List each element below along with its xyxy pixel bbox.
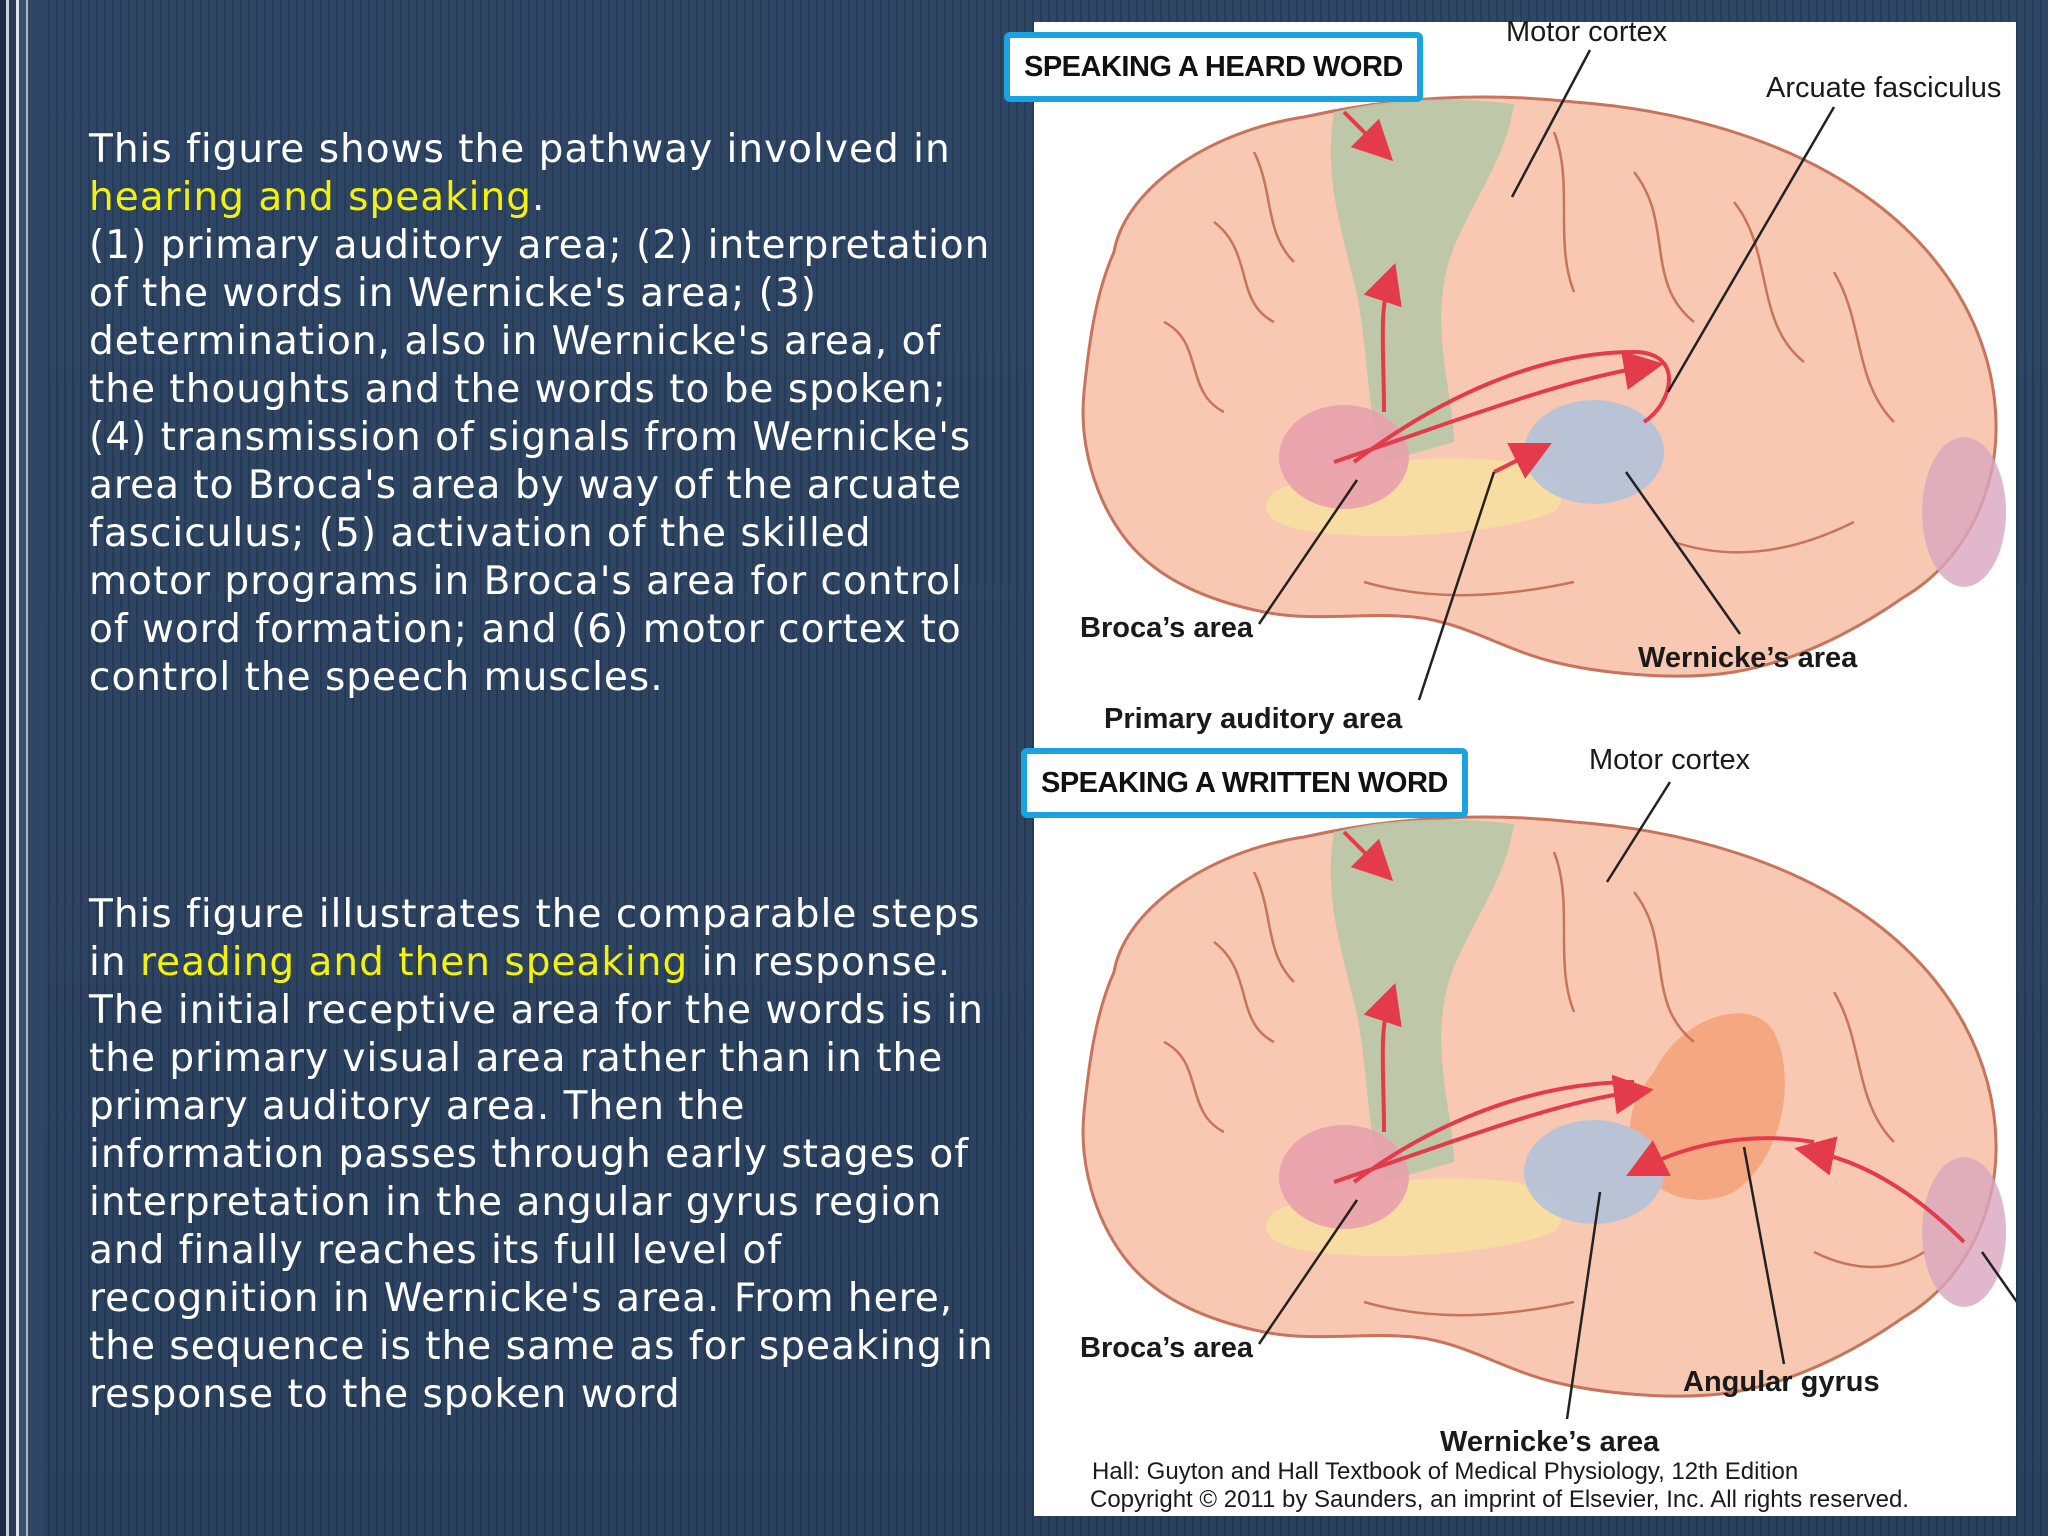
p1-suffix: . <box>531 175 546 220</box>
caption-copyright: Copyright © 2011 by Saunders, an imprint… <box>1090 1486 1909 1513</box>
brain-bottom-sulci <box>1163 851 1925 1317</box>
brain-top <box>1081 49 2006 701</box>
label-broca-top: Broca’s area <box>1080 612 1254 644</box>
leader-lines-bottom <box>1257 781 2016 1420</box>
p2-prefix: This figure illustrates the comparable s… <box>89 892 981 985</box>
wernicke-area-bottom <box>1524 1120 1664 1224</box>
visual-area-top <box>1922 437 2006 587</box>
p2-suffix: in response. The initial receptive area … <box>89 940 994 1417</box>
leader-lines-top <box>1257 49 1836 701</box>
title-speaking-written-word: SPEAKING A WRITTEN WORD <box>1021 748 1468 818</box>
p1-prefix: This figure shows the pathway involved i… <box>89 127 951 172</box>
pathway-bottom <box>1333 830 1966 1244</box>
title-speaking-heard-word: SPEAKING A HEARD WORD <box>1004 32 1423 102</box>
label-arcuate-fasciculus: Arcuate fasciculus <box>1766 72 2002 104</box>
label-motor-cortex-top: Motor cortex <box>1506 16 1668 48</box>
pathway-top <box>1333 110 1671 479</box>
label-wernicke-bottom: Wernicke’s area <box>1440 1426 1660 1458</box>
visual-area-bottom <box>1922 1157 2006 1307</box>
label-motor-cortex-bottom: Motor cortex <box>1589 744 1751 776</box>
brain-bottom <box>1081 781 2016 1420</box>
motor-area-bottom <box>1330 819 1514 1182</box>
p1-body: (1) primary auditory area; (2) interpret… <box>89 223 991 700</box>
label-wernicke-top: Wernicke’s area <box>1638 642 1858 674</box>
caption-source: Hall: Guyton and Hall Textbook of Medica… <box>1092 1458 1799 1485</box>
brain-illustrations <box>1081 49 2016 1420</box>
brain-top-sulci <box>1163 131 1895 597</box>
wernicke-area-top <box>1524 400 1664 504</box>
label-broca-bottom: Broca’s area <box>1080 1332 1254 1364</box>
label-primary-auditory: Primary auditory area <box>1104 703 1403 735</box>
paragraph-heard-word: This figure shows the pathway involved i… <box>89 126 994 702</box>
p1-highlight: hearing and speaking <box>89 175 532 220</box>
label-angular-gyrus: Angular gyrus <box>1683 1366 1880 1398</box>
motor-area-top <box>1330 99 1514 462</box>
p2-highlight: reading and then speaking <box>139 940 689 985</box>
left-decorative-border <box>0 0 44 1536</box>
paragraph-written-word: This figure illustrates the comparable s… <box>89 891 994 1419</box>
